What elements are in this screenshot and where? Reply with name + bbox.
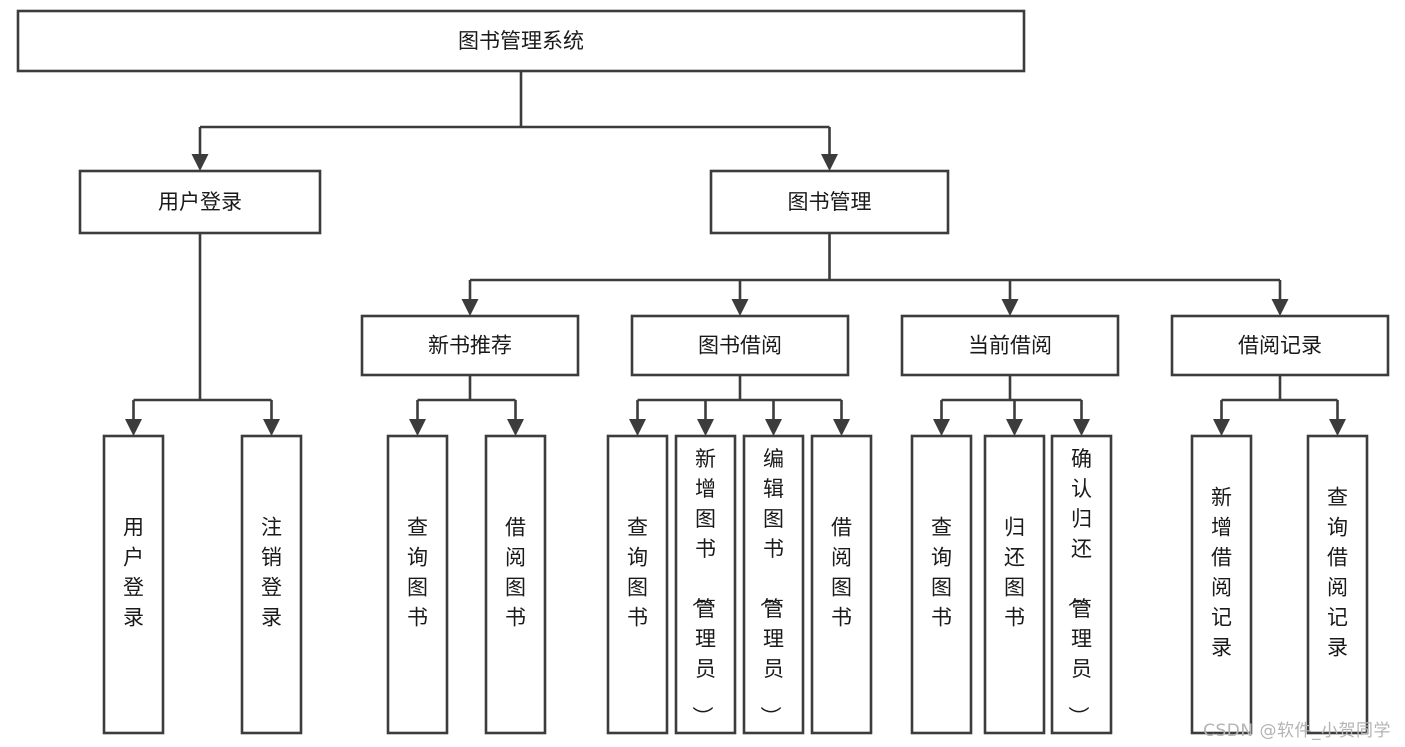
node-box-user-login[interactable] [78,169,322,235]
connectors-layer [125,71,1346,436]
node-box-book-borrow[interactable] [630,314,850,377]
node-new-book-rec[interactable]: 新书推荐 [360,314,580,377]
arrow-head [1001,299,1019,316]
node-box-new-book-rec[interactable] [360,314,580,377]
arrow-head [1073,419,1090,436]
node-leaf-return-book[interactable]: 归还图书 [983,434,1046,735]
node-box-leaf-add-record[interactable] [1190,434,1253,735]
node-label-root: 图书管理系统 [458,29,584,53]
nodes-layer: 图书管理系统用户登录图书管理新书推荐图书借阅当前借阅借阅记录用户登录注销登录查询… [16,9,1390,735]
node-box-leaf-query-book-3[interactable] [910,434,973,735]
node-label-new-book-rec: 新书推荐 [428,334,512,358]
node-leaf-edit-book[interactable]: 编辑图书（管理员） [742,434,805,735]
node-box-leaf-query-record[interactable] [1306,434,1369,735]
node-box-leaf-borrow-book-2[interactable] [810,434,873,735]
arrow-head [629,419,646,436]
arrow-head [409,419,426,436]
node-leaf-logout[interactable]: 注销登录 [240,434,303,735]
node-label-leaf-add-record: 新增借阅记录 [1211,486,1232,660]
node-box-root[interactable] [16,9,1026,73]
node-leaf-query-record[interactable]: 查询借阅记录 [1306,434,1369,735]
arrow-head [125,419,142,436]
node-box-leaf-logout[interactable] [240,434,303,735]
node-leaf-add-book[interactable]: 新增图书（管理员） [674,434,737,735]
node-box-leaf-return-book[interactable] [983,434,1046,735]
node-box-leaf-query-book-1[interactable] [386,434,449,735]
node-label-leaf-query-book-1: 查询图书 [407,516,428,630]
arrow-head [731,299,749,316]
arrow-head [1271,299,1289,316]
node-label-leaf-query-book-2: 查询图书 [627,516,648,630]
node-label-borrow-record: 借阅记录 [1238,334,1322,358]
node-label-book-borrow: 图书借阅 [698,334,782,358]
node-box-book-manage[interactable] [709,169,950,235]
arrow-head [765,419,782,436]
node-leaf-query-book-2[interactable]: 查询图书 [606,434,669,735]
arrow-head [833,419,850,436]
node-box-leaf-query-book-2[interactable] [606,434,669,735]
arrow-head [697,419,714,436]
node-leaf-query-book-3[interactable]: 查询图书 [910,434,973,735]
node-label-leaf-return-book: 归还图书 [1004,516,1025,630]
node-box-leaf-edit-book[interactable] [742,434,805,735]
node-label-current-borrow: 当前借阅 [968,334,1052,358]
node-leaf-borrow-book-2[interactable]: 借阅图书 [810,434,873,735]
arrow-head [1006,419,1023,436]
arrow-head [191,154,209,171]
arrow-head [1213,419,1230,436]
node-label-leaf-query-book-3: 查询图书 [931,516,952,630]
node-root[interactable]: 图书管理系统 [16,9,1026,73]
node-label-leaf-confirm-return: 确认归还（管理员） [1066,447,1092,727]
arrow-head [1329,419,1346,436]
node-label-leaf-add-book: 新增图书（管理员） [690,447,716,727]
arrow-head [507,419,524,436]
node-box-leaf-confirm-return[interactable] [1050,434,1113,735]
node-label-leaf-logout: 注销登录 [261,516,282,630]
node-label-user-login: 用户登录 [158,190,242,214]
node-user-login[interactable]: 用户登录 [78,169,322,235]
node-book-manage[interactable]: 图书管理 [709,169,950,235]
node-leaf-add-record[interactable]: 新增借阅记录 [1190,434,1253,735]
node-label-book-manage: 图书管理 [788,190,872,214]
node-borrow-record[interactable]: 借阅记录 [1170,314,1390,377]
node-leaf-query-book-1[interactable]: 查询图书 [386,434,449,735]
node-label-leaf-borrow-book-1: 借阅图书 [505,516,526,630]
node-label-leaf-user-login: 用户登录 [123,516,144,630]
node-label-leaf-query-record: 查询借阅记录 [1327,486,1348,660]
arrow-head [933,419,950,436]
node-book-borrow[interactable]: 图书借阅 [630,314,850,377]
node-leaf-borrow-book-1[interactable]: 借阅图书 [484,434,547,735]
node-box-leaf-add-book[interactable] [674,434,737,735]
node-current-borrow[interactable]: 当前借阅 [900,314,1120,377]
arrow-head [263,419,280,436]
node-label-leaf-edit-book: 编辑图书（管理员） [758,447,784,727]
node-leaf-user-login[interactable]: 用户登录 [102,434,165,735]
node-box-leaf-user-login[interactable] [102,434,165,735]
node-box-leaf-borrow-book-1[interactable] [484,434,547,735]
node-label-leaf-borrow-book-2: 借阅图书 [831,516,852,630]
node-leaf-confirm-return[interactable]: 确认归还（管理员） [1050,434,1113,735]
arrow-head [821,154,838,171]
node-box-current-borrow[interactable] [900,314,1120,377]
node-box-borrow-record[interactable] [1170,314,1390,377]
arrow-head [461,299,479,316]
